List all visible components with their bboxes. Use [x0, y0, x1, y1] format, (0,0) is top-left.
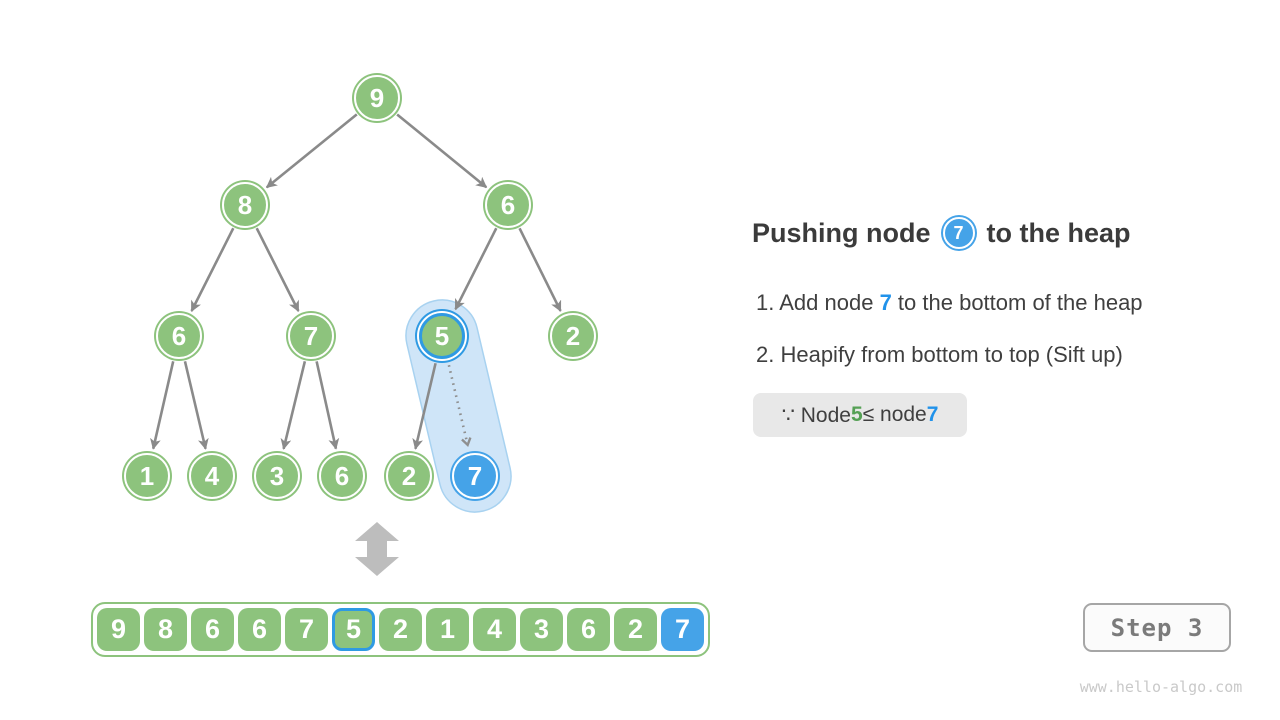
instruction-step-1: 1. Add node 7 to the bottom of the heap: [756, 290, 1143, 316]
tree-edge: [183, 361, 209, 450]
instruction-step-2: 2. Heapify from bottom to top (Sift up): [756, 342, 1123, 368]
tree-node-8: 8: [222, 182, 268, 228]
text-segment: to the bottom of the heap: [891, 290, 1143, 315]
tree-edge: [150, 361, 175, 450]
tree-edge: [190, 227, 235, 312]
text-segment: ∵ Node: [781, 403, 851, 427]
highlighted-value-blue: 7: [879, 290, 892, 315]
tree-node-7: 7: [452, 453, 498, 499]
tree-node-3: 3: [254, 453, 300, 499]
title-prefix: Pushing node: [752, 217, 931, 248]
tree-node-1: 1: [124, 453, 170, 499]
comparison-note: ∵ Node 5 ≤ node 7: [753, 393, 967, 437]
array-cell-0: 9: [97, 608, 140, 651]
step-badge: Step 3: [1083, 603, 1231, 652]
array-cell-11: 2: [614, 608, 657, 651]
array-cell-2: 6: [191, 608, 234, 651]
tree-edge: [518, 227, 562, 312]
tree-edge: [315, 361, 340, 450]
title-node-circle: 7: [942, 217, 975, 249]
tree-node-7: 7: [288, 313, 334, 359]
title-suffix: to the heap: [986, 217, 1131, 248]
array-cell-12: 7: [661, 608, 704, 651]
array-cell-7: 1: [426, 608, 469, 651]
tree-edge: [412, 362, 437, 450]
text-segment: 2. Heapify from bottom to top (Sift up): [756, 342, 1123, 367]
tree-node-4: 4: [189, 453, 235, 499]
figure-title: Pushing node 7 to the heap: [752, 214, 1131, 252]
tree-node-6: 6: [485, 182, 531, 228]
highlighted-value-green: 5: [850, 403, 863, 426]
tree-node-2: 2: [550, 313, 596, 359]
tree-node-6: 6: [156, 313, 202, 359]
step-badge-label: Step 3: [1110, 613, 1204, 642]
tree-node-2: 2: [386, 453, 432, 499]
array-cell-5: 5: [332, 608, 375, 651]
array-cell-9: 3: [520, 608, 563, 651]
title-node-value: 7: [953, 222, 964, 243]
tree-edge: [265, 113, 358, 189]
array-cell-1: 8: [144, 608, 187, 651]
tree-node-6: 6: [319, 453, 365, 499]
array-cell-10: 6: [567, 608, 610, 651]
array-cell-6: 2: [379, 608, 422, 651]
tree-edge: [396, 113, 488, 189]
tree-edge: [280, 360, 307, 450]
array-cell-4: 7: [285, 608, 328, 651]
tree-edge: [255, 227, 300, 312]
tree-node-5: 5: [419, 313, 465, 359]
tree-node-9: 9: [354, 75, 400, 121]
tree-edge: [454, 227, 498, 311]
array-cell-8: 4: [473, 608, 516, 651]
highlighted-value-blue: 7: [926, 403, 939, 426]
text-segment: 1. Add node: [756, 290, 880, 315]
updown-arrow-icon: [355, 522, 399, 576]
watermark: www.hello-algo.com: [1079, 678, 1243, 696]
text-segment: ≤ node: [862, 403, 927, 426]
sift-up-dotted-edge: [447, 364, 472, 447]
array-cell-3: 6: [238, 608, 281, 651]
